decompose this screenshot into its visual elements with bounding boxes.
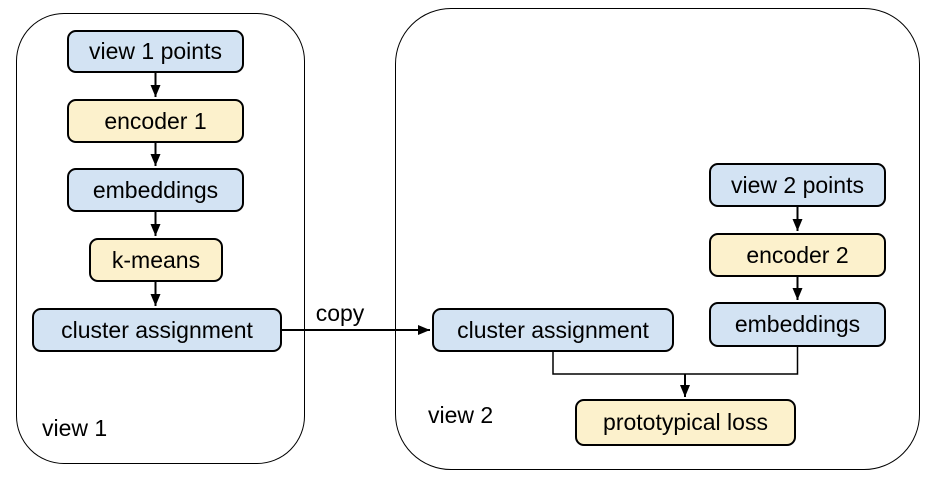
- container-view2: [395, 8, 920, 470]
- node-label: view 1 points: [89, 38, 222, 64]
- node-embeddings-2: embeddings: [709, 302, 886, 347]
- node-label: encoder 1: [104, 107, 207, 134]
- node-cluster-assignment-2: cluster assignment: [432, 308, 674, 352]
- container-label-view1: view 1: [42, 415, 108, 441]
- node-view1-points: view 1 points: [67, 30, 244, 73]
- node-prototypical-loss: prototypical loss: [575, 399, 796, 446]
- edge-label-copy: copy: [315, 300, 365, 326]
- node-label: embeddings: [92, 176, 219, 203]
- node-encoder-1: encoder 1: [67, 99, 244, 143]
- node-k-means: k-means: [89, 238, 223, 282]
- node-label: prototypical loss: [603, 409, 768, 435]
- node-encoder-2: encoder 2: [709, 233, 886, 277]
- node-cluster-assignment-1: cluster assignment: [32, 308, 282, 352]
- node-label: view 2 points: [731, 171, 864, 198]
- container-label-view2: view 2: [428, 402, 494, 428]
- node-label: cluster assignment: [61, 316, 253, 343]
- node-label: encoder 2: [746, 241, 849, 268]
- node-label: cluster assignment: [457, 316, 649, 343]
- container-view1: [16, 13, 305, 464]
- node-embeddings-1: embeddings: [67, 168, 244, 212]
- node-label: embeddings: [734, 311, 861, 337]
- node-label: k-means: [111, 246, 201, 273]
- node-view2-points: view 2 points: [709, 163, 886, 207]
